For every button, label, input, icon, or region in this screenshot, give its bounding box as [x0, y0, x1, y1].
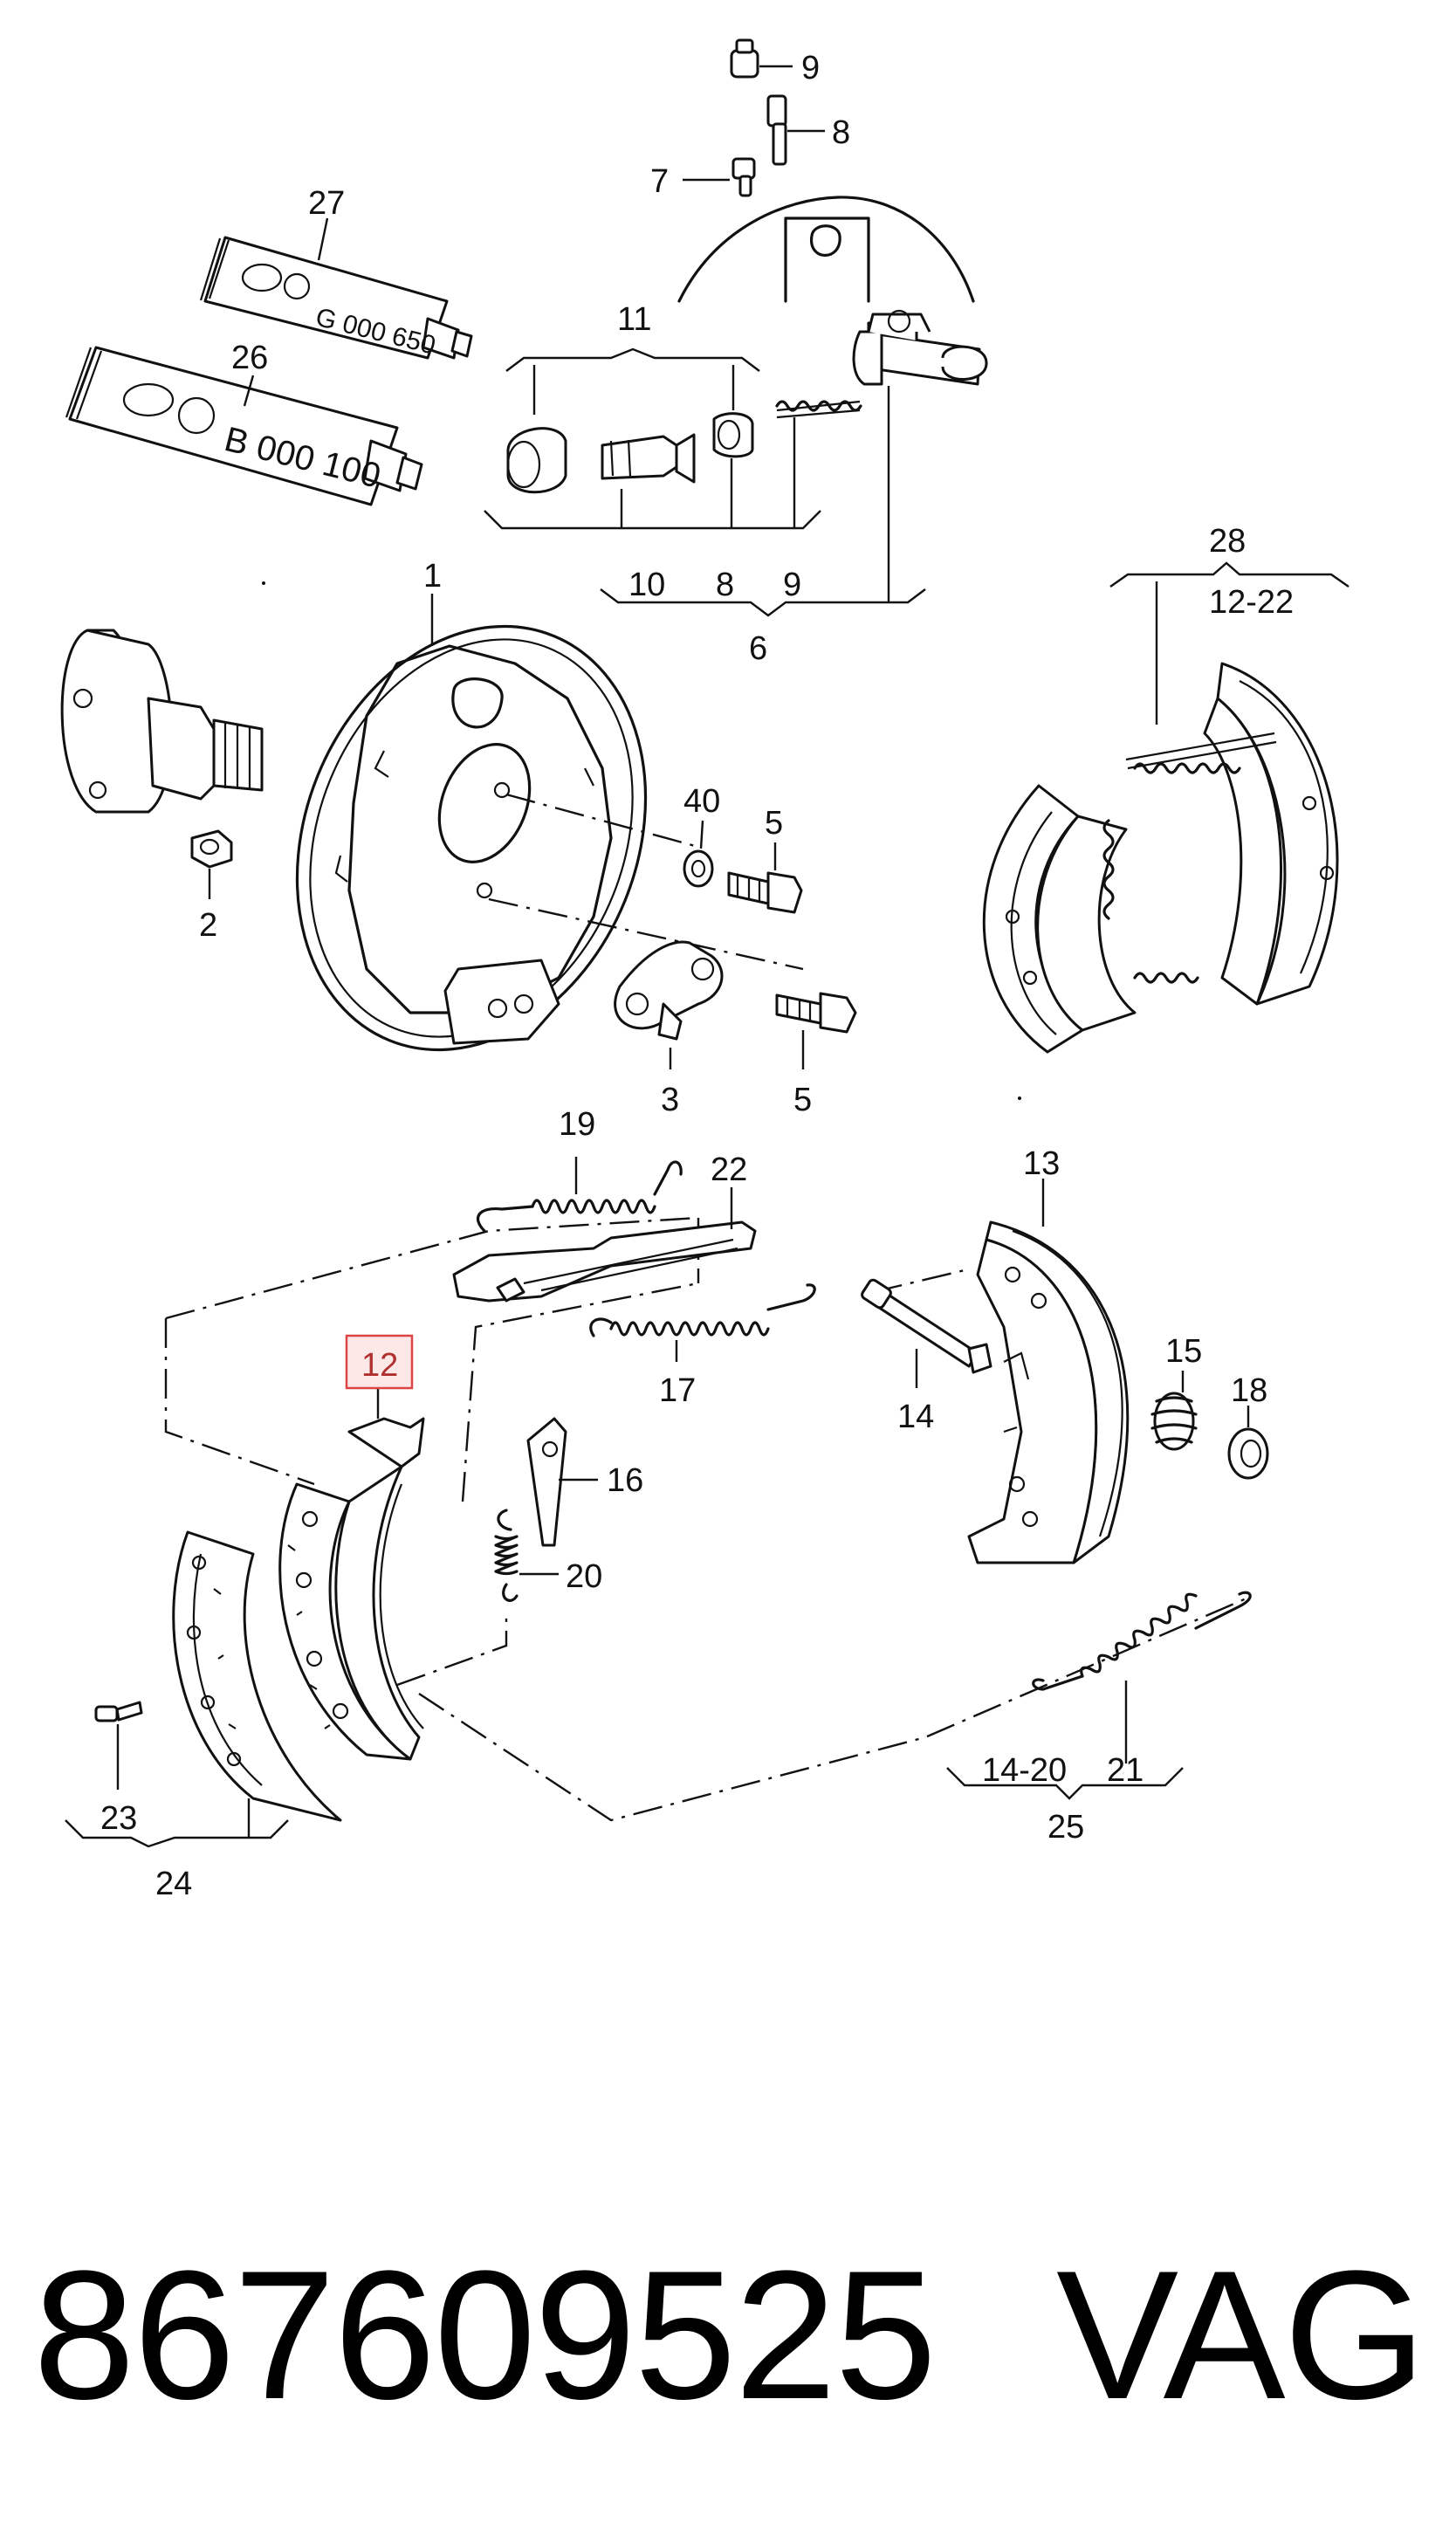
callout-21: 21: [1107, 1752, 1144, 1789]
callout-40: 40: [683, 783, 720, 820]
callout-10: 10: [628, 567, 665, 603]
bleed-cap-9: [730, 38, 759, 79]
spring-19: [477, 1160, 683, 1233]
callout-15: 15: [1165, 1333, 1202, 1370]
brake-shoe-13: [967, 1220, 1130, 1564]
callout-13: 13: [1023, 1145, 1060, 1182]
callout-27: 27: [308, 185, 345, 222]
callout-8-top: 8: [832, 114, 850, 151]
callout-6: 6: [749, 630, 767, 667]
callout-5-upper: 5: [765, 805, 783, 842]
cap-18: [1227, 1427, 1269, 1480]
callout-5-lower: 5: [793, 1082, 812, 1118]
washer-40: [683, 849, 714, 888]
callout-3: 3: [661, 1082, 679, 1118]
callout-25: 25: [1047, 1809, 1084, 1846]
callout-26: 26: [231, 340, 268, 376]
bolt-5-lower: [775, 992, 857, 1034]
bolt-5-upper: [727, 871, 803, 914]
lever-3: [614, 940, 724, 1041]
callout-28: 28: [1209, 523, 1246, 560]
callout-20: 20: [566, 1558, 602, 1595]
footer: 867609525 VAG: [0, 2231, 1456, 2440]
callout-8-bottom: 8: [716, 567, 734, 603]
spring-17: [589, 1283, 816, 1337]
callout-1: 1: [423, 558, 442, 595]
callout-11: 11: [617, 301, 651, 338]
callout-23: 23: [100, 1800, 137, 1837]
brake-shoe-set-28: [982, 662, 1339, 1054]
callout-7: 7: [650, 163, 669, 200]
callout-16: 16: [607, 1462, 643, 1499]
brake-lining-24: [172, 1530, 342, 1822]
spring-21: [1032, 1591, 1252, 1691]
brake-shoe-12-highlighted: [278, 1417, 425, 1761]
spring-20: [494, 1509, 519, 1602]
spring-15: [1150, 1392, 1198, 1451]
callout-14-20: 14-20: [982, 1752, 1067, 1789]
callout-9-bottom: 9: [783, 567, 801, 603]
callout-12-22: 12-22: [1209, 584, 1294, 621]
brand-name: VAG: [1056, 2232, 1426, 2437]
rivet-23: [94, 1701, 143, 1722]
callout-19: 19: [559, 1106, 595, 1143]
callout-14: 14: [897, 1399, 934, 1435]
wheel-cylinder-6: [775, 309, 988, 419]
grease-tube-26: B 000 100: [65, 346, 423, 506]
strut-22: [452, 1220, 757, 1303]
cup-seal-10: [506, 427, 567, 494]
nut-2: [190, 829, 233, 869]
callout-22: 22: [711, 1152, 747, 1188]
brake-backplate-1: [295, 624, 648, 1052]
callout-24: 24: [155, 1866, 192, 1902]
bleed-screw-8: [766, 94, 787, 166]
wheel-hub: [60, 629, 264, 814]
bolt-7: [731, 157, 756, 197]
callout-17: 17: [659, 1372, 696, 1409]
part-number: 867609525: [33, 2232, 937, 2437]
piston-10: [601, 433, 696, 484]
plate-16: [526, 1417, 567, 1547]
callout-12: 12: [361, 1347, 398, 1384]
callout-12-highlight-box: [345, 1334, 414, 1390]
dust-cap-8: [712, 412, 754, 458]
callout-18: 18: [1231, 1372, 1267, 1409]
callout-2: 2: [199, 907, 217, 944]
pin-14: [861, 1278, 992, 1374]
callout-9-top: 9: [801, 50, 820, 86]
